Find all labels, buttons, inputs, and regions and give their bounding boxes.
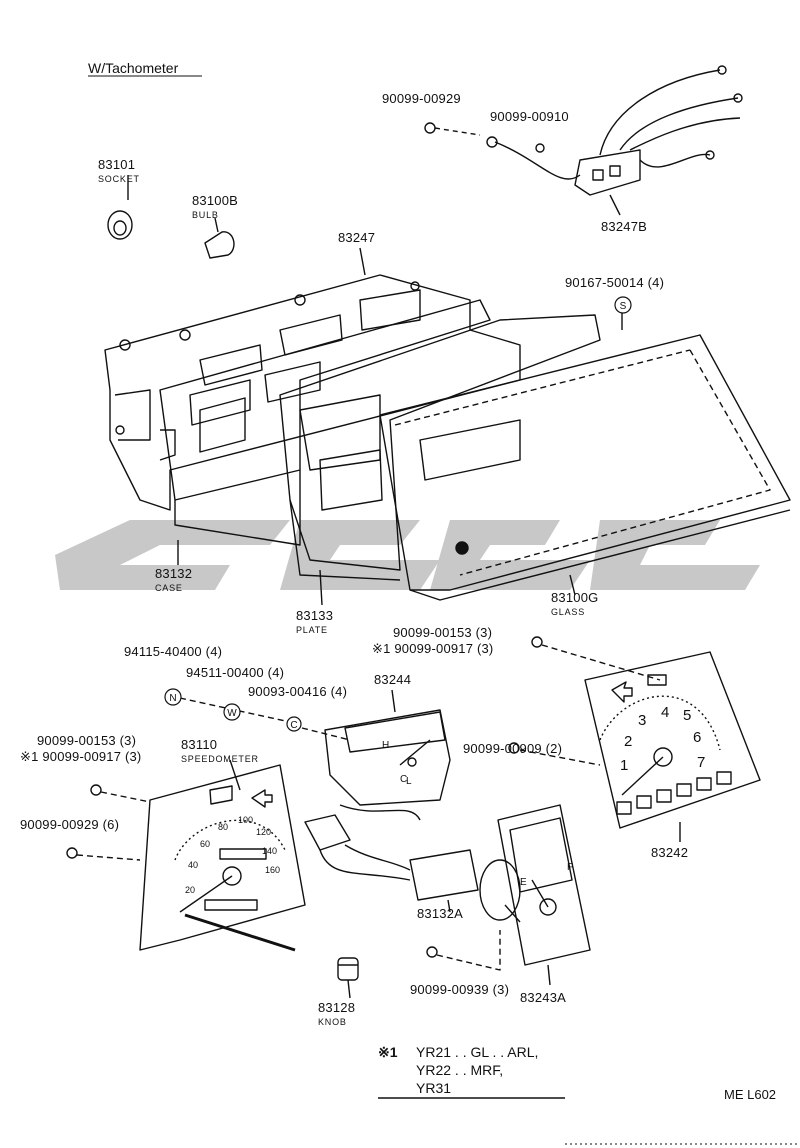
speedo-num: 120 (256, 827, 271, 837)
tach-num: 7 (697, 754, 705, 771)
desc-83101: SOCKET (98, 174, 140, 184)
tach-num: 5 (683, 707, 691, 724)
label-83242: 83242 (651, 845, 689, 860)
speedo-num: 80 (218, 822, 228, 832)
speedo-num: 40 (188, 860, 198, 870)
tach-num: 4 (661, 704, 669, 721)
desc-83100G: GLASS (551, 607, 586, 617)
speedo-num: 60 (200, 839, 210, 849)
screw-90099-00929-top (424, 122, 481, 136)
screw-90099-00917-right (531, 636, 661, 681)
screw-90099-00929-6 (66, 847, 141, 861)
label-83133: 83133 (296, 608, 334, 623)
speedo-scale: 20 40 60 80 100 120 140 160 (185, 815, 280, 895)
temp-cold-mark: C (400, 774, 407, 785)
fuel-gauge-83243A (479, 804, 591, 966)
symbol-w: W (227, 708, 237, 719)
temp-low-mark: L (406, 776, 412, 787)
plate-83133 (279, 314, 601, 581)
bulb-83100B (204, 231, 235, 259)
speedo-num: 140 (262, 846, 277, 856)
case-83247 (104, 274, 521, 511)
footnote-line3: YR31 (416, 1080, 452, 1096)
desc-83133: PLATE (296, 625, 328, 635)
glass-83100G (379, 334, 791, 601)
label-83247: 83247 (338, 230, 376, 245)
speedo-num: 160 (265, 865, 280, 875)
label-90093-00416: 90093-00416 (4) (248, 684, 348, 699)
desc-83128: KNOB (318, 1017, 347, 1027)
speedometer-83110 (139, 764, 306, 952)
connector-83132A (304, 804, 479, 901)
fuel-full-mark: F (567, 862, 573, 873)
label-83110: 83110 (181, 737, 218, 752)
tach-num: 1 (620, 757, 628, 774)
label-90099-00917-right: ※1 90099-00917 (3) (372, 641, 494, 656)
label-94115-40400: 94115-40400 (4) (124, 644, 223, 659)
tach-num: 6 (693, 729, 701, 746)
label-83132A: 83132A (417, 906, 464, 921)
screw-90099-00917-left (90, 784, 151, 803)
footnote-line2: YR22 . . MRF, (416, 1062, 504, 1078)
label-90099-00939: 90099-00939 (3) (410, 982, 510, 997)
speedo-num: 100 (238, 815, 253, 825)
socket-83101 (107, 210, 133, 240)
label-90099-00909: 90099-00909 (2) (463, 741, 563, 756)
footnote-line1: YR21 . . GL . . ARL, (416, 1044, 539, 1060)
symbol-s: S (620, 301, 627, 312)
screw-90099-00939 (426, 930, 501, 971)
tachometer-83242 (584, 651, 761, 829)
label-83128: 83128 (318, 1000, 356, 1015)
label-94511-00400: 94511-00400 (4) (186, 665, 285, 680)
footnote-mark: ※1 (378, 1044, 398, 1060)
watermark-logo (55, 520, 760, 590)
symbol-c: C (290, 720, 297, 731)
label-83100G: 83100G (551, 590, 599, 605)
screw-90099-00909 (508, 742, 601, 766)
case-83132 (159, 299, 491, 546)
speedo-num: 20 (185, 885, 195, 895)
label-90099-00153-left: 90099-00153 (3) (37, 733, 137, 748)
label-83243A: 83243A (520, 990, 567, 1005)
label-83101: 83101 (98, 157, 136, 172)
label-90099-00917-left: ※1 90099-00917 (3) (20, 749, 142, 764)
label-90099-00153-right: 90099-00153 (3) (393, 625, 493, 640)
label-90167-50014: 90167-50014 (4) (565, 275, 665, 290)
diagram-code: ME L602 (724, 1087, 777, 1102)
tach-num: 3 (638, 712, 646, 729)
tach-num: 2 (624, 733, 632, 750)
temp-hot-mark: H (382, 740, 389, 751)
tach-scale: 1 2 3 4 5 6 7 (620, 704, 705, 774)
label-83132: 83132 (155, 566, 193, 581)
desc-83100B: BULB (192, 210, 219, 220)
label-90099-00929-top: 90099-00929 (382, 91, 461, 106)
symbol-n: N (169, 693, 176, 704)
desc-83132: CASE (155, 583, 183, 593)
gauge-83244 (324, 709, 451, 806)
label-90099-00910: 90099-00910 (490, 109, 569, 124)
knob-83128 (337, 957, 359, 981)
desc-83110: SPEEDOMETER (181, 754, 259, 764)
variant-title: W/Tachometer (88, 60, 179, 76)
fuel-empty-mark: E (520, 877, 527, 888)
screw-90099-00910 (535, 143, 545, 153)
label-83247B: 83247B (601, 219, 648, 234)
label-83100B: 83100B (192, 193, 239, 208)
label-83244: 83244 (374, 672, 412, 687)
harness-83247B (486, 65, 743, 196)
label-90099-00929-6: 90099-00929 (6) (20, 817, 120, 832)
